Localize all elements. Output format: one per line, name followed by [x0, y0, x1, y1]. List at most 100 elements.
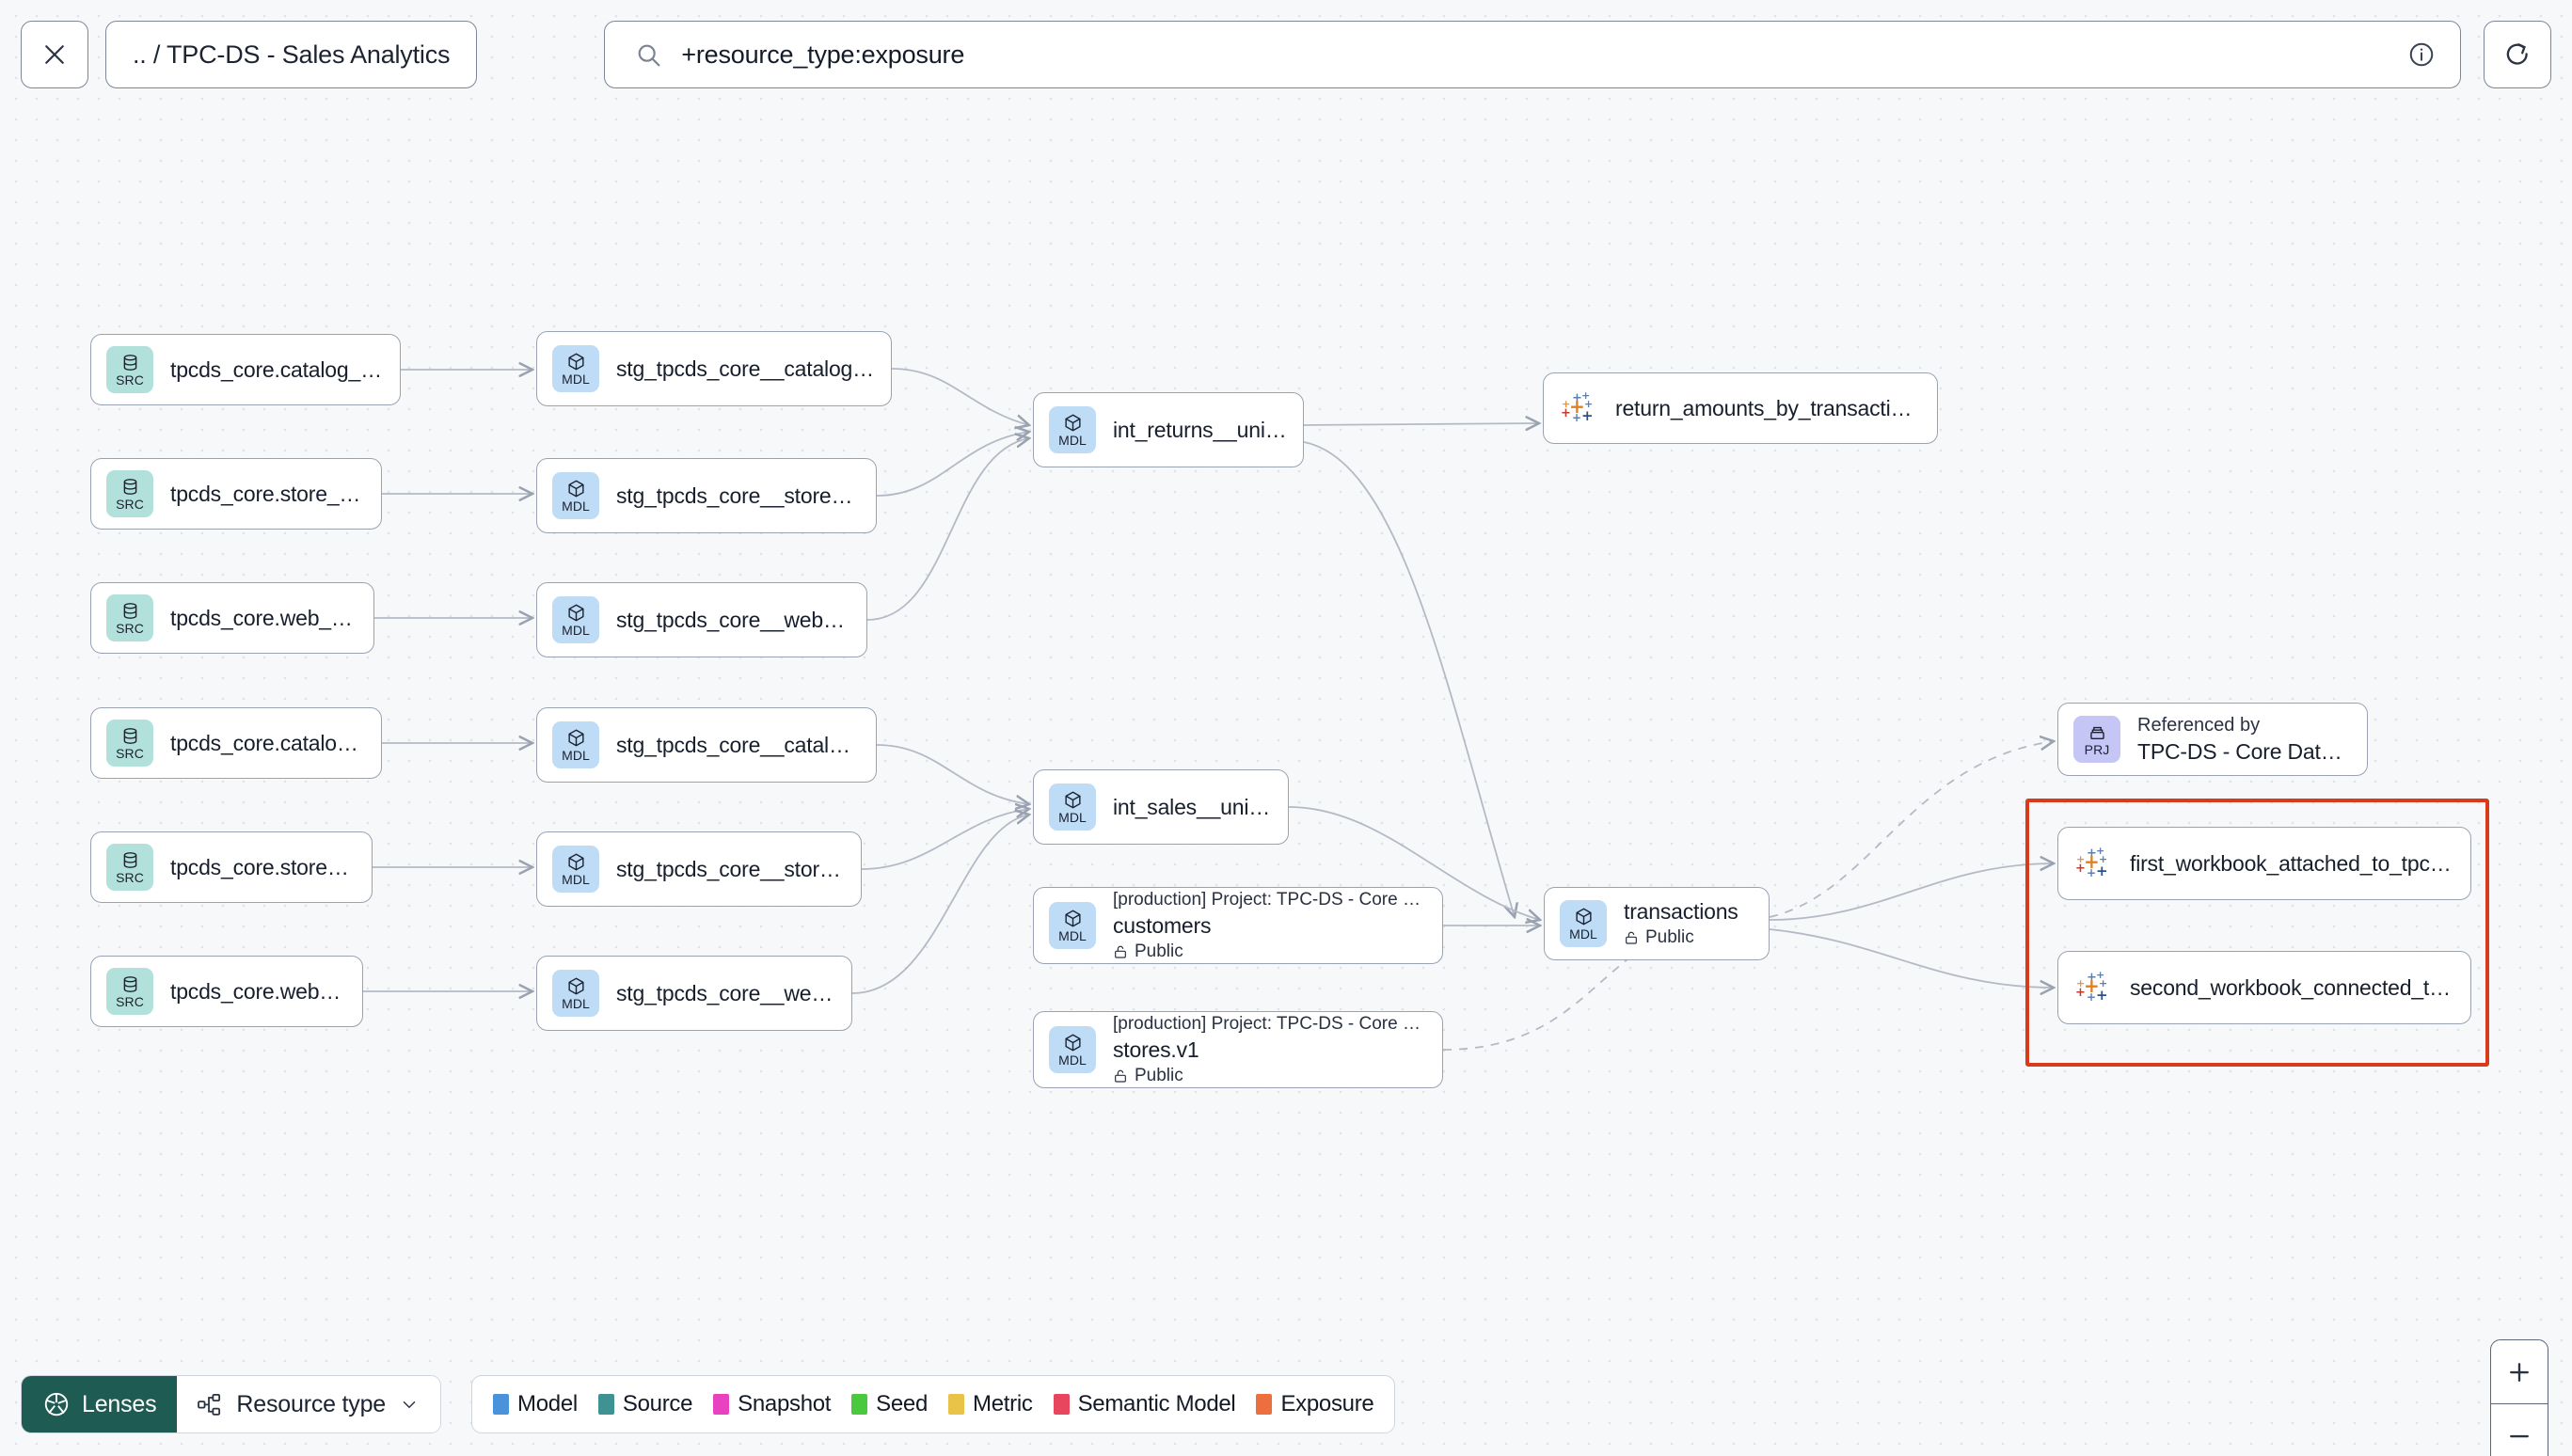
breadcrumb[interactable]: .. / TPC-DS - Sales Analytics	[105, 21, 478, 88]
graph-node-src_catalog_sales[interactable]: SRC tpcds_core.catalog_sales	[90, 707, 382, 779]
lenses-button[interactable]: Lenses	[22, 1376, 178, 1432]
node-label: tpcds_core.catalog_returns	[170, 356, 385, 382]
node-access-badge: Public	[1113, 1066, 1427, 1086]
node-type-badge-label: PRJ	[2084, 742, 2110, 757]
graph-node-stg_web_returns[interactable]: MDL stg_tpcds_core__web_returns	[536, 582, 867, 657]
node-type-badge-label: SRC	[116, 746, 144, 761]
resource-type-label: Resource type	[236, 1390, 387, 1417]
legend-item-semantic-model[interactable]: Semantic Model	[1053, 1391, 1236, 1417]
legend-item-model[interactable]: Model	[493, 1391, 578, 1417]
legend-item-snapshot[interactable]: Snapshot	[713, 1391, 831, 1417]
graph-node-stg_store_sales[interactable]: MDL stg_tpcds_core__store_sales	[536, 831, 862, 907]
node-type-badge-mdl: MDL	[1049, 406, 1096, 453]
graph-node-first_workbook[interactable]: ++++++++first_workbook_attached_to_tpc-d…	[2057, 827, 2471, 900]
node-type-badge-mdl: MDL	[552, 846, 599, 893]
node-body: stg_tpcds_core__catalog_returns	[616, 356, 876, 382]
database-icon	[123, 603, 136, 619]
node-body: stg_tpcds_core__web_returns	[616, 608, 851, 633]
graph-node-stg_catalog_returns[interactable]: MDL stg_tpcds_core__catalog_returns	[536, 331, 892, 406]
node-label: tpcds_core.catalog_sales	[170, 730, 366, 755]
node-type-badge-label: MDL	[1569, 926, 1597, 942]
node-type-badge-mdl: MDL	[552, 721, 599, 768]
node-type-badge-src: SRC	[106, 346, 153, 393]
info-icon[interactable]	[2407, 40, 2436, 69]
legend-item-metric[interactable]: Metric	[948, 1391, 1033, 1417]
cube-icon	[1064, 791, 1081, 809]
node-type-badge-mdl: MDL	[552, 345, 599, 392]
close-icon	[45, 45, 64, 64]
graph-node-stg_store_returns[interactable]: MDL stg_tpcds_core__store_returns	[536, 458, 877, 533]
node-access-badge: Public	[1624, 927, 1738, 948]
zoom-in-button[interactable]	[2491, 1340, 2548, 1404]
node-type-badge-mdl: MDL	[552, 472, 599, 519]
node-type-badge-label: SRC	[116, 497, 144, 512]
node-type-badge-label: MDL	[1058, 433, 1087, 448]
lenses-label: Lenses	[82, 1390, 157, 1417]
node-label: stg_tpcds_core__store_returns	[616, 483, 861, 508]
toolbar: .. / TPC-DS - Sales Analytics	[0, 0, 2572, 109]
cube-icon	[1064, 414, 1081, 432]
node-label: stg_tpcds_core__catalog_sales	[616, 732, 861, 757]
legend-item-seed[interactable]: Seed	[851, 1391, 928, 1417]
tableau-exposure-icon: ++++++++	[2075, 845, 2108, 879]
node-body: tpcds_core.catalog_returns	[170, 357, 385, 383]
plus-icon	[2510, 1362, 2529, 1382]
legend-item-exposure[interactable]: Exposure	[1256, 1391, 1374, 1417]
node-type-badge-label: MDL	[1058, 1052, 1087, 1068]
node-project-path: [production] Project: TPC-DS - Core Data…	[1113, 1013, 1427, 1034]
graph-node-second_workbook[interactable]: ++++++++second_workbook_connected_to_liv…	[2057, 951, 2471, 1024]
graph-node-stores_v1[interactable]: MDL [production] Project: TPC-DS - Core D…	[1033, 1011, 1443, 1088]
node-type-badge-mdl: MDL	[1049, 783, 1096, 831]
close-button[interactable]	[21, 21, 88, 88]
legend-swatch	[948, 1394, 965, 1415]
legend-swatch	[1256, 1394, 1273, 1415]
legend-swatch	[1053, 1394, 1070, 1415]
zoom-controls	[2490, 1339, 2548, 1456]
legend-swatch	[597, 1394, 614, 1415]
resource-type-dropdown[interactable]: Resource type	[177, 1376, 441, 1432]
node-label: second_workbook_connected_to_live…	[2130, 974, 2455, 1000]
node-type-badge-src: SRC	[106, 594, 153, 641]
node-type-badge-mdl: MDL	[1049, 1026, 1096, 1073]
node-type-badge-mdl: MDL	[552, 596, 599, 643]
node-type-badge-label: MDL	[1058, 928, 1087, 943]
tableau-exposure-icon: ++++++++	[1561, 389, 1594, 424]
node-label: tpcds_core.web_sales	[170, 978, 347, 1004]
search-bar[interactable]	[604, 21, 2461, 88]
node-label: return_amounts_by_transaction_type	[1615, 395, 1922, 420]
graph-node-customers[interactable]: MDL[production] Project: TPC-DS - Core D…	[1033, 887, 1443, 964]
graph-node-stg_catalog_sales[interactable]: MDL stg_tpcds_core__catalog_sales	[536, 707, 877, 783]
node-type-badge-mdl: MDL	[552, 970, 599, 1017]
zoom-out-button[interactable]	[2491, 1404, 2548, 1456]
hierarchy-icon	[198, 1393, 221, 1416]
node-body: [production] Project: TPC-DS - Core Data…	[1113, 1014, 1427, 1086]
legend-label: Semantic Model	[1077, 1391, 1236, 1416]
aperture-icon	[44, 1392, 69, 1416]
node-access-label: Public	[1135, 1065, 1183, 1085]
refresh-button[interactable]	[2484, 21, 2551, 88]
graph-node-return_amounts[interactable]: ++++++++ return_amounts_by_transaction_ty…	[1543, 372, 1938, 444]
legend-swatch	[851, 1394, 868, 1415]
graph-node-src_catalog_returns[interactable]: SRC tpcds_core.catalog_returns	[90, 334, 401, 405]
cube-icon	[1064, 910, 1081, 927]
legend-item-source[interactable]: Source	[597, 1391, 692, 1417]
node-label: stores.v1	[1113, 1037, 1199, 1062]
node-label: stg_tpcds_core__store_sales	[616, 856, 846, 881]
node-type-badge-label: SRC	[116, 372, 144, 388]
search-input[interactable]	[681, 40, 2389, 70]
cube-icon	[567, 977, 584, 995]
legend: Model Source Snapshot Seed Metric Semantic Mo…	[471, 1375, 1396, 1433]
node-label: TPC-DS - Core Data Models	[2137, 738, 2352, 764]
